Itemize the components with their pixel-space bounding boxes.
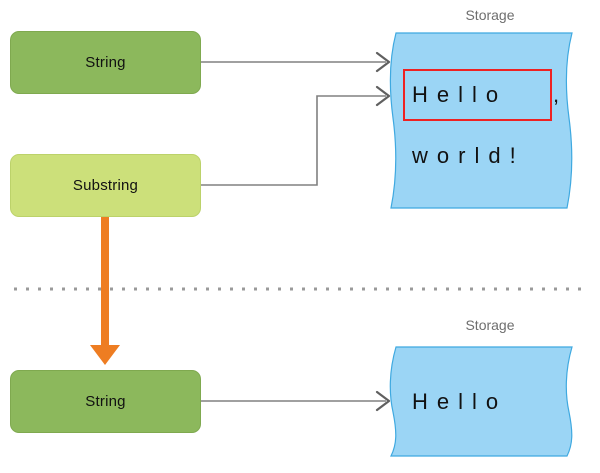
highlight-box-hello	[403, 69, 552, 121]
storage-text-top-line2: world!	[412, 143, 525, 168]
storage-text-top-line1: Hello	[412, 82, 508, 107]
connector-substring-to-storage-top	[201, 85, 391, 186]
node-string-bottom[interactable]: String	[10, 370, 201, 433]
storage-text-bottom-line1: Hello	[412, 389, 508, 414]
node-substring[interactable]: Substring	[10, 154, 201, 217]
node-string-top[interactable]: String	[10, 31, 201, 94]
connector-string-to-storage-top	[201, 51, 391, 73]
storage-label-top: Storage	[465, 7, 515, 23]
node-substring-label: Substring	[72, 177, 139, 194]
node-string-bottom-label: String	[85, 393, 126, 410]
storage-label-bottom: Storage	[465, 317, 515, 333]
storage-text-top-line1-suffix: ,	[553, 82, 560, 107]
transition-arrow-orange	[90, 215, 120, 365]
connector-string-to-storage-bottom	[201, 390, 391, 412]
storage-shape-bottom	[389, 346, 573, 457]
node-string-top-label: String	[85, 54, 126, 71]
